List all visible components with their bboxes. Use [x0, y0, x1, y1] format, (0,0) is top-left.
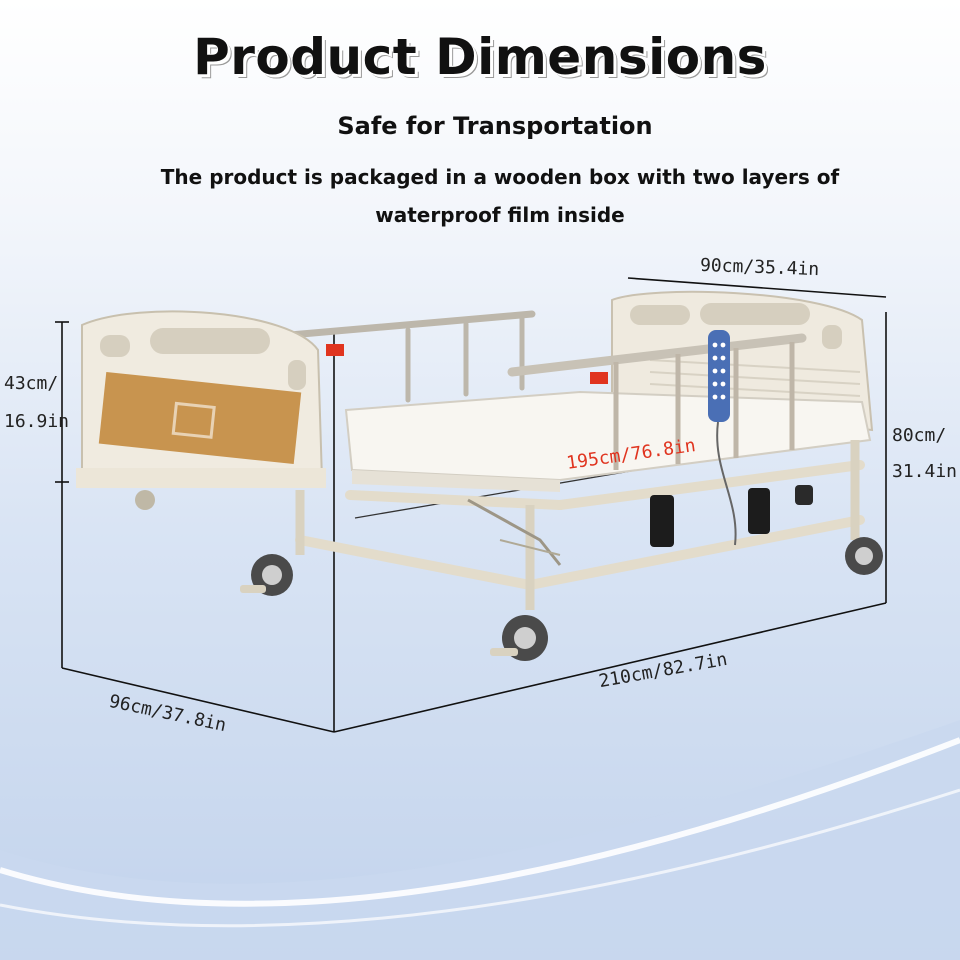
- dimension-label-headboard-height-cm: 43cm/: [4, 373, 59, 394]
- caster-wheel-icon: [135, 490, 883, 661]
- dimension-label-headboard-height-in: 16.9in: [4, 411, 70, 432]
- dimension-label-total-height-in: 31.4in: [892, 461, 958, 482]
- dimension-label-total-height-cm: 80cm/: [892, 425, 947, 446]
- dimension-label-top-width: 90cm/35.4in: [699, 254, 820, 281]
- package-description: The product is packaged in a wooden box …: [160, 165, 840, 227]
- remote-control-icon: [708, 330, 737, 546]
- page-title: Product Dimensions: [193, 28, 767, 86]
- page-subtitle: Safe for Transportation: [337, 112, 653, 140]
